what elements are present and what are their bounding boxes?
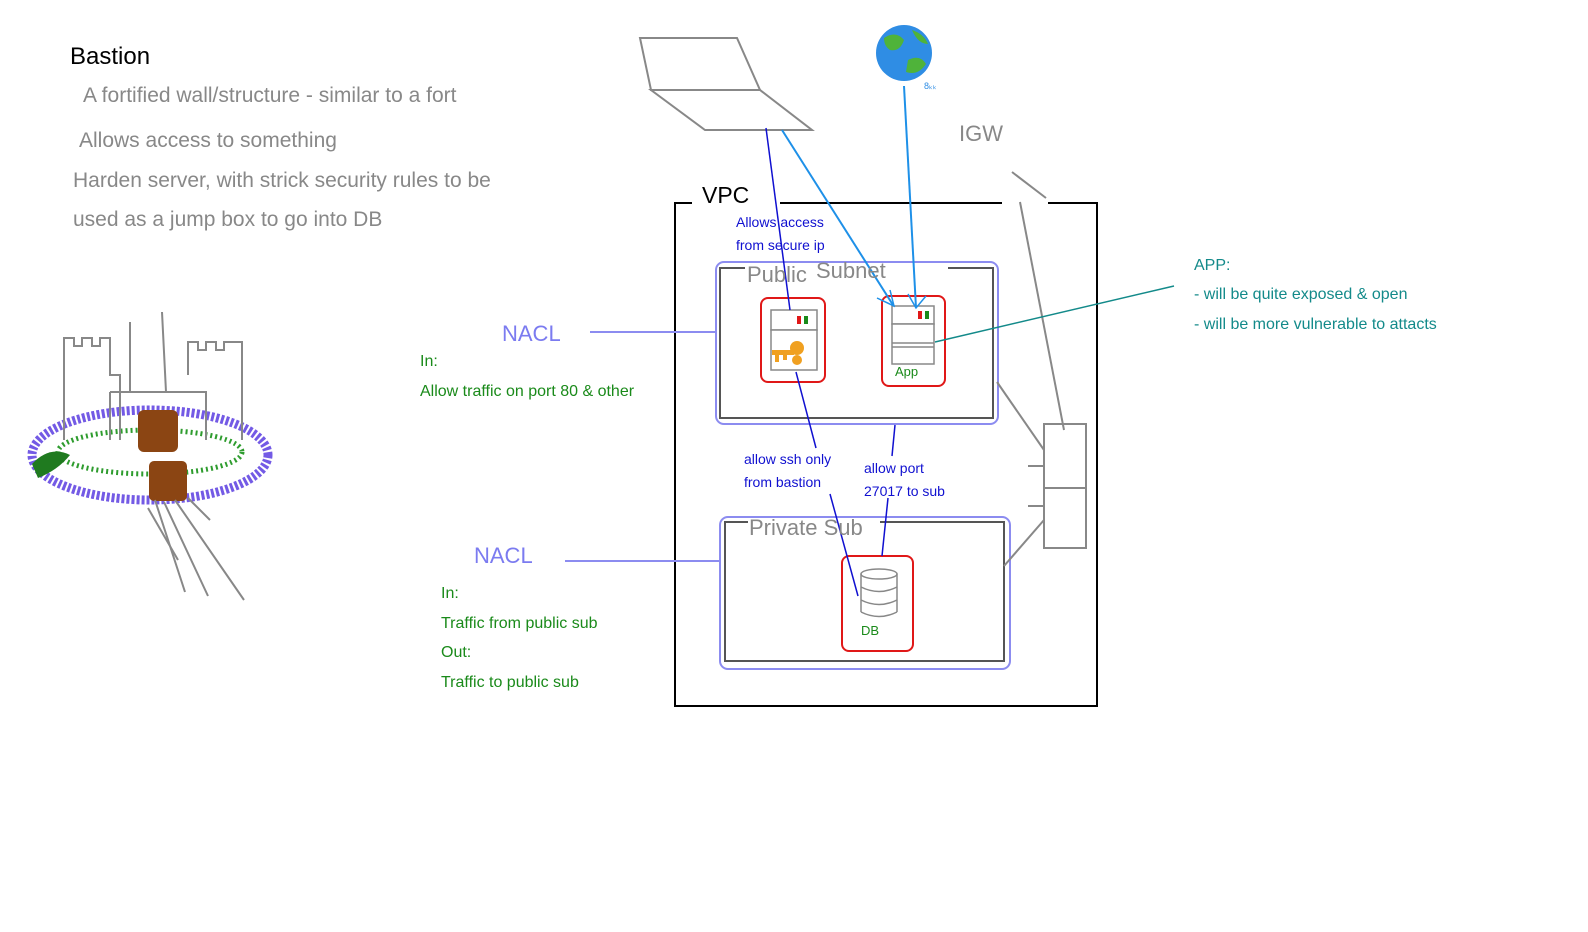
key-icon	[772, 341, 804, 365]
nacl-private-out-rule: Traffic to public sub	[441, 674, 579, 691]
bastion-title: Bastion	[70, 43, 151, 70]
router-icon	[996, 171, 1087, 567]
ssh-rule-line-2: from bastion	[744, 474, 822, 490]
allows-access-line-1: Allows access	[736, 214, 824, 230]
app-note-title: APP:	[1194, 257, 1231, 274]
app-note-line-2: - will be more vulnerable to attacts	[1194, 316, 1437, 333]
nacl-private-label: NACL	[474, 543, 533, 568]
bastion-line-4: used as a jump box to go into DB	[73, 208, 383, 231]
nacl-private-out-label: Out:	[441, 644, 472, 661]
nacl-public-rule: Allow traffic on port 80 & other	[420, 383, 635, 400]
port-rule-line-2: 27017 to sub	[864, 483, 945, 499]
laptop-icon	[638, 37, 815, 131]
castle-icon	[27, 311, 273, 601]
vpc-box	[674, 202, 1098, 707]
database-icon	[841, 555, 914, 652]
private-subnet	[719, 516, 1011, 670]
bastion-line-2: Allows access to something	[79, 129, 337, 152]
public-subnet-label-2: Subnet	[816, 258, 886, 283]
nacl-private-in-label: In:	[441, 585, 459, 602]
connector-lines	[565, 85, 1175, 597]
nacl-public-in-label: In:	[420, 353, 438, 370]
app-note-line-1: - will be quite exposed & open	[1194, 286, 1408, 303]
port-rule-line-1: allow port	[864, 460, 924, 476]
nacl-private-in-rule: Traffic from public sub	[441, 615, 598, 632]
private-subnet-label: Private Sub	[749, 515, 863, 540]
db-label: DB	[861, 623, 880, 638]
public-subnet-label-1: Public	[747, 262, 807, 287]
server-icon	[881, 295, 946, 387]
allows-access-line-2: from secure ip	[736, 237, 825, 253]
ssh-rule-line-1: allow ssh only	[744, 451, 832, 467]
globe-icon: 8ₖₖ	[876, 25, 937, 91]
public-subnet	[715, 261, 999, 425]
nacl-public-label: NACL	[502, 321, 561, 346]
svg-text:8ₖₖ: 8ₖₖ	[924, 81, 937, 91]
app-label: App	[895, 364, 919, 379]
bastion-line-3: Harden server, with strick security rule…	[73, 169, 491, 192]
igw-label: IGW	[959, 121, 1003, 146]
bastion-server	[760, 297, 826, 383]
vpc-label: VPC	[702, 182, 750, 208]
bastion-line-1: A fortified wall/structure - similar to …	[83, 84, 457, 107]
